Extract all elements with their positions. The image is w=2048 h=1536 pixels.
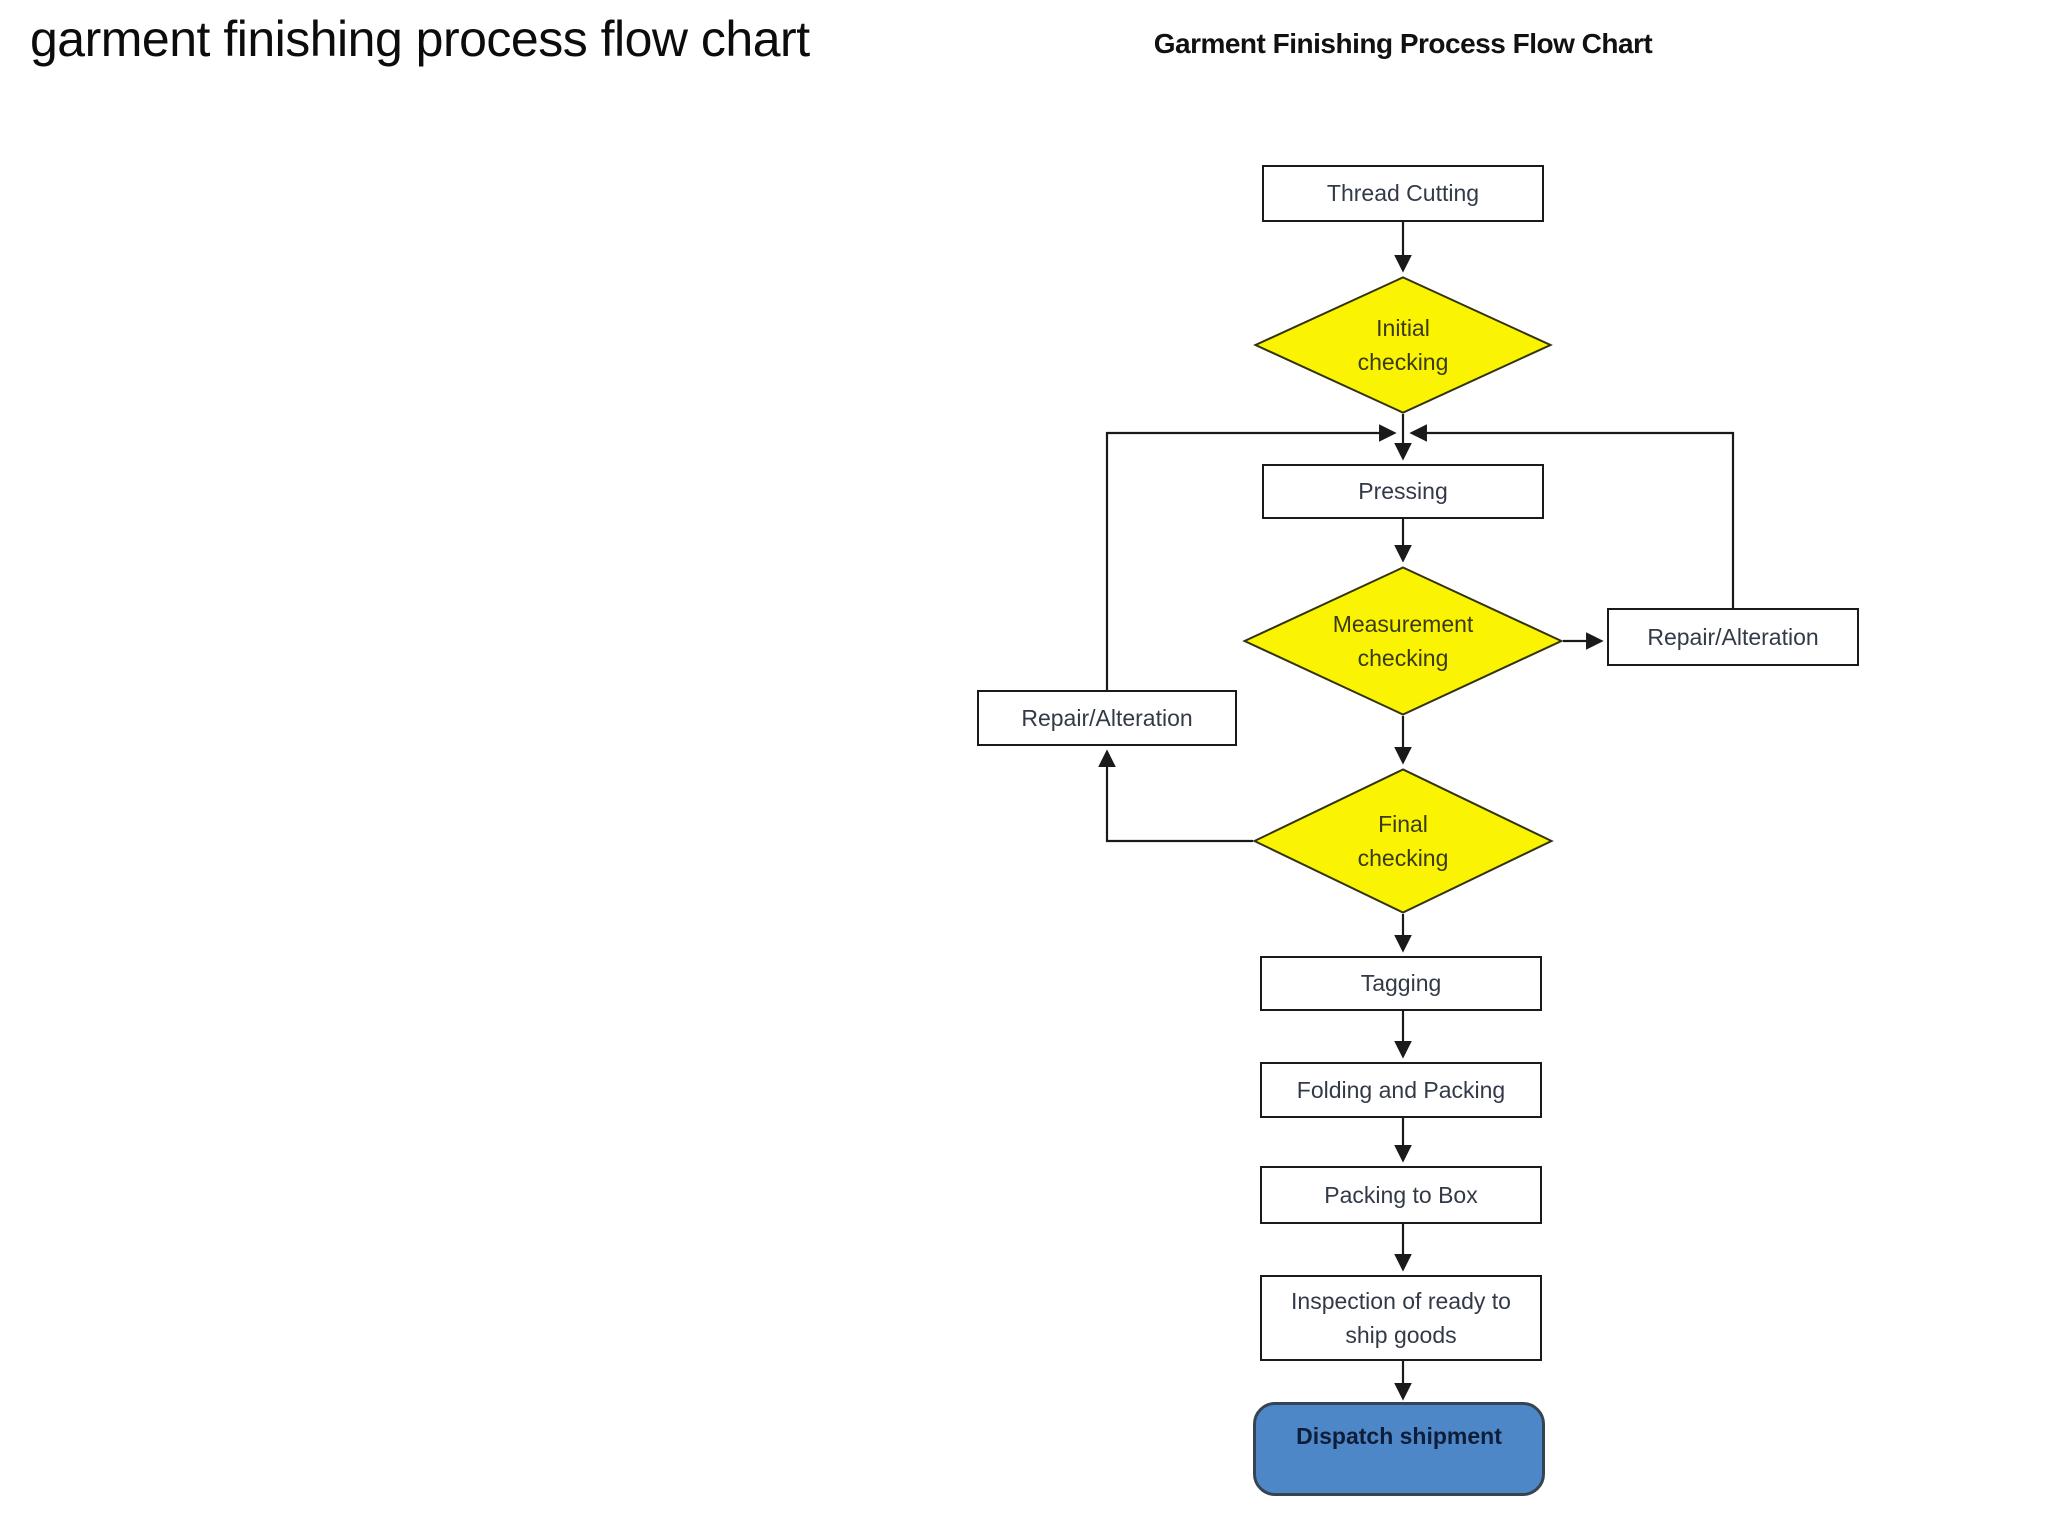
node-label: Repair/Alteration	[1021, 704, 1193, 731]
node-folding-and-packing: Folding and Packing	[1260, 1062, 1542, 1118]
node-label: Packing to Box	[1324, 1181, 1478, 1208]
node-label-line: Measurement	[1332, 610, 1474, 637]
node-repair-alteration-left: Repair/Alteration	[977, 690, 1237, 746]
node-label: Tagging	[1360, 970, 1442, 996]
edge-repair-left-to-junction	[1105, 424, 1397, 690]
node-label-line: checking	[1357, 349, 1449, 375]
diamond-shape	[1254, 276, 1552, 414]
node-dispatch-shipment: Dispatch shipment	[1253, 1402, 1545, 1496]
page-title: garment finishing process flow chart	[30, 11, 810, 67]
node-thread-cutting: Thread Cutting	[1262, 165, 1544, 222]
node-label-line: ship goods	[1345, 1322, 1457, 1348]
flowchart-title: Garment Finishing Process Flow Chart	[1153, 28, 1653, 59]
node-label: Folding and Packing	[1296, 1076, 1506, 1103]
node-pressing: Pressing	[1262, 464, 1544, 519]
node-label-line: Inspection of ready to	[1291, 1287, 1511, 1314]
node-label: Pressing	[1358, 478, 1448, 504]
node-label-line: checking	[1357, 645, 1449, 671]
node-tagging: Tagging	[1260, 956, 1542, 1011]
edge-final-to-repair-left	[1098, 749, 1253, 843]
node-measurement-checking: Measurement checking	[1243, 566, 1563, 716]
node-repair-alteration-right: Repair/Alteration	[1607, 608, 1859, 666]
node-label: Thread Cutting	[1326, 180, 1480, 206]
node-label: Final checking	[1253, 768, 1553, 914]
node-label-line: checking	[1357, 845, 1449, 871]
node-label: Measurement checking	[1243, 566, 1563, 716]
node-label: Initial checking	[1254, 276, 1552, 414]
node-packing-to-box: Packing to Box	[1260, 1166, 1542, 1224]
node-label: Dispatch shipment	[1296, 1423, 1502, 1449]
diamond-shape	[1253, 768, 1553, 914]
node-initial-checking: Initial checking	[1254, 276, 1552, 414]
node-final-checking: Final checking	[1253, 768, 1553, 914]
edge-repair-right-to-junction	[1409, 424, 1735, 608]
node-label-line: Initial	[1376, 314, 1430, 341]
node-label: Repair/Alteration	[1647, 623, 1819, 650]
node-label-line: Final	[1378, 810, 1428, 837]
diamond-shape	[1243, 566, 1563, 716]
node-inspection-ready-to-ship: Inspection of ready to ship goods	[1260, 1275, 1542, 1361]
